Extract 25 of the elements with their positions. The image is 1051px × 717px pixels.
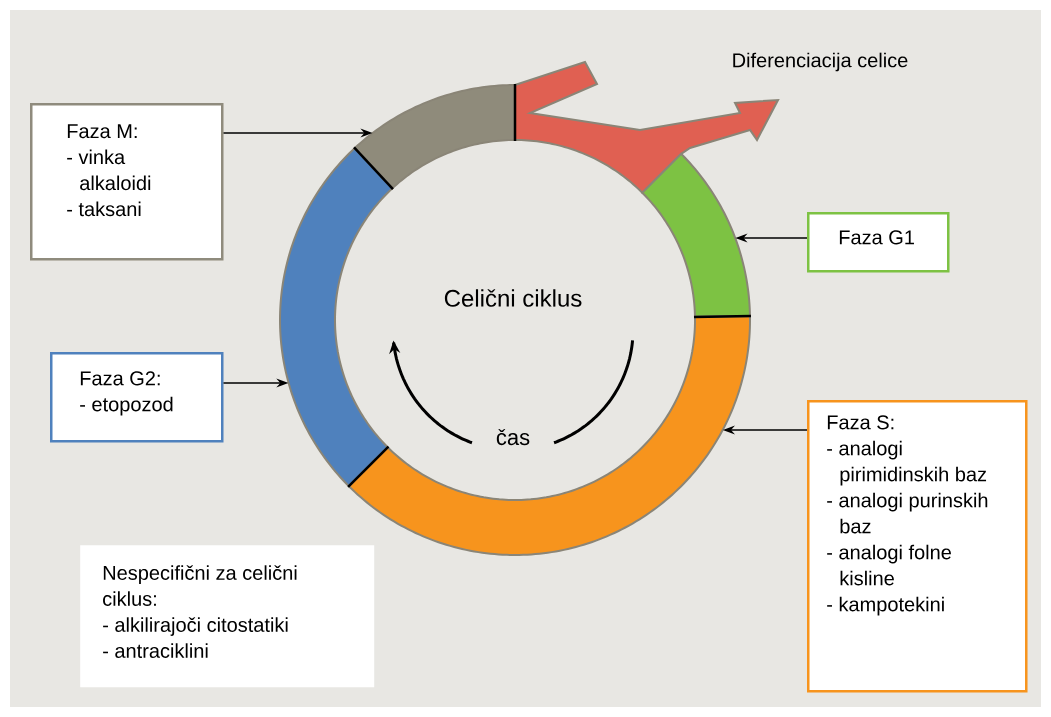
text-box bbox=[807, 212, 950, 273]
cycle-phase-segment bbox=[640, 152, 751, 318]
phase-heading: Faza G1 bbox=[839, 230, 914, 245]
phase-heading: Nespecifični za celični ciklus: bbox=[103, 565, 297, 606]
list-item: - taksani bbox=[67, 201, 141, 217]
list-item: - etopozod bbox=[80, 396, 173, 416]
cycle-phase-segment bbox=[353, 84, 516, 190]
label: čas bbox=[496, 428, 530, 446]
list-item: - antraciklini bbox=[103, 643, 208, 658]
list-item: - alkilirajoči citostatiki bbox=[103, 617, 288, 636]
label: Diferenciacija celice bbox=[733, 52, 908, 72]
list-item: - vinka alkaloidi bbox=[67, 149, 151, 191]
text-box bbox=[807, 400, 1028, 693]
phase-heading: Faza G2: bbox=[80, 371, 160, 386]
text-box bbox=[50, 352, 224, 443]
text-box bbox=[80, 545, 375, 688]
list-item: - analogi pirimidinskih baz bbox=[827, 440, 987, 486]
phase-heading: Faza M: bbox=[67, 124, 137, 139]
list-item: - analogi folne kisline bbox=[827, 544, 951, 586]
text-box bbox=[30, 103, 224, 261]
list-item: - kampotekini bbox=[827, 596, 944, 616]
phase-heading: Faza S: bbox=[827, 415, 894, 430]
list-item: - analogi purinskih baz bbox=[827, 492, 988, 534]
cycle-phase-segment bbox=[347, 314, 751, 556]
label: Celični ciklus bbox=[444, 289, 582, 307]
